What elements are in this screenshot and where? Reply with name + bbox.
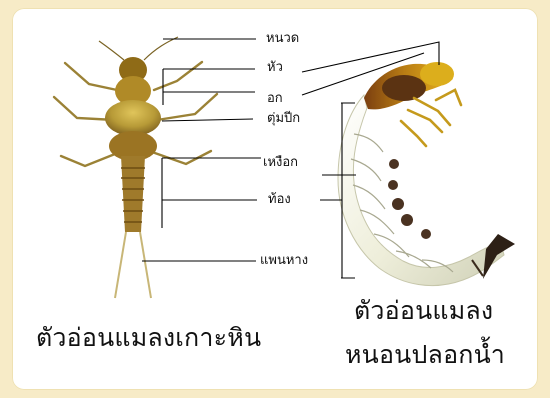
label-thorax: อก — [267, 92, 283, 105]
caption-stonefly-nymph: ตัวอ่อนแมลงเกาะหิน — [36, 325, 261, 350]
antenna-left — [99, 41, 124, 60]
label-head: หัว — [267, 61, 283, 74]
antenna-right — [144, 37, 178, 60]
leg-front-left — [65, 63, 117, 90]
label-tail: แพนหาง — [260, 254, 308, 267]
stonefly-nymph — [54, 37, 217, 298]
larva-leg-2 — [408, 110, 442, 132]
wing-pads-guide — [162, 119, 253, 121]
left-guide-lines — [142, 39, 261, 261]
label-abdomen: ท้อง — [268, 193, 291, 206]
caddisfly-larva — [338, 62, 515, 286]
larva-leg-4 — [436, 90, 461, 105]
label-wing-pads: ตุ่มปีก — [267, 112, 300, 125]
caption-mayfly-line-1: ตัวอ่อนแมลง — [354, 298, 493, 323]
caption-mayfly-line-2: หนอนปลอกน้ำ — [345, 342, 505, 367]
diagram-panel: หนวด หัว อก ตุ่มปีก เหงือก ท้อง แพนหาง ต… — [12, 8, 538, 390]
larva-gills — [388, 159, 431, 239]
larva-body — [338, 95, 504, 286]
stonefly-cerci — [115, 232, 151, 298]
larva-head-plate — [420, 62, 454, 86]
stonefly-thorax — [105, 100, 161, 136]
leg-hind-left — [61, 152, 120, 166]
leg-middle-right — [157, 94, 217, 120]
label-gills: เหงือก — [263, 156, 298, 169]
larva-dark-thorax — [382, 75, 426, 101]
label-antenna: หนวด — [266, 32, 299, 45]
larva-leg-3 — [401, 121, 426, 146]
leg-front-right — [154, 62, 202, 90]
stonefly-antennae — [99, 37, 178, 60]
